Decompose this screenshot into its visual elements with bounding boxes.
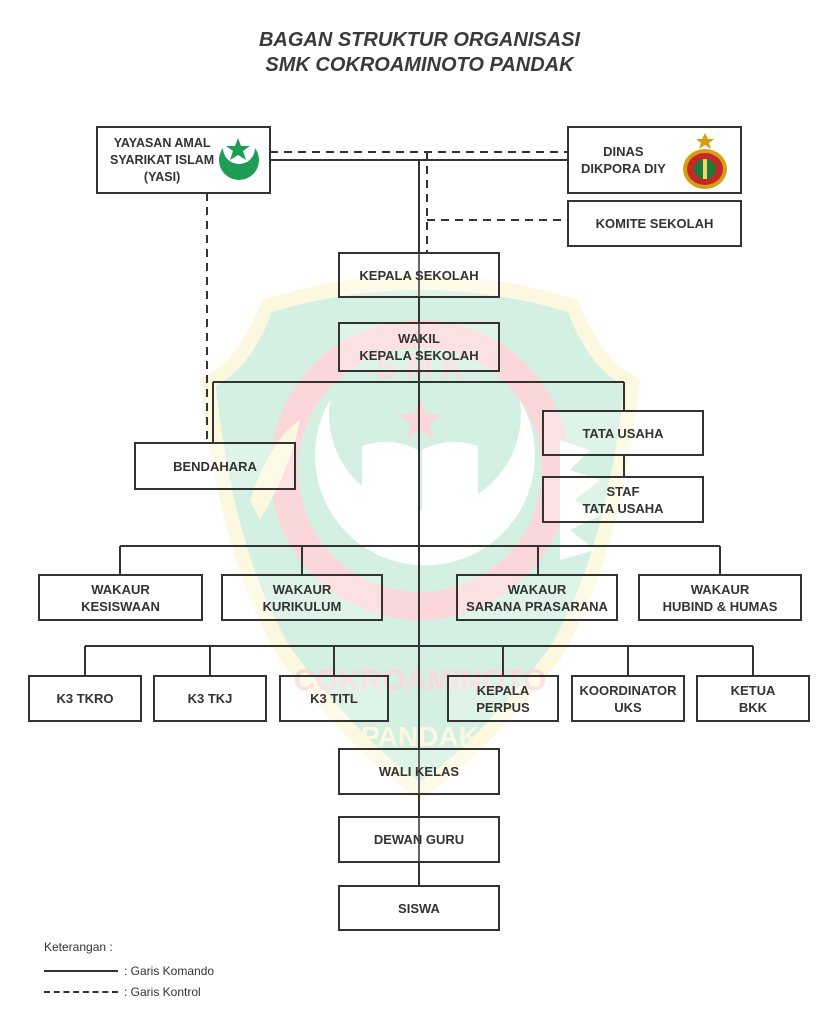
node-komite-sekolah[interactable]: KOMITE SEKOLAH: [567, 200, 742, 247]
node-wali-kelas-label: WALI KELAS: [378, 764, 460, 779]
legend-row-komando: : Garis Komando: [44, 960, 214, 981]
node-dewan-guru-label: DEWAN GURU: [373, 832, 465, 847]
node-staf-tata-usaha[interactable]: STAF TATA USAHA: [542, 476, 704, 523]
node-kepala-perpus[interactable]: KEPALA PERPUS: [447, 675, 559, 722]
node-wakaur-hubind-humas-label: WAKAUR HUBIND & HUMAS: [662, 581, 778, 614]
diy-emblem-icon: [683, 133, 727, 189]
node-k3-tkro-label: K3 TKRO: [56, 691, 114, 706]
node-k3-tkj-label: K3 TKJ: [187, 691, 233, 706]
node-dinas-label: DINAS DIKPORA DIY: [581, 144, 666, 176]
node-bendahara-label: BENDAHARA: [173, 458, 257, 474]
node-tata-usaha[interactable]: TATA USAHA: [542, 410, 704, 456]
legend: Keterangan : : Garis Komando : Garis Kon…: [44, 940, 214, 1002]
emblem-crescent: [314, 400, 535, 566]
open-book-icon: [362, 441, 478, 520]
node-k3-titl-label: K3 TITL: [310, 691, 358, 706]
node-dinas[interactable]: DINAS DIKPORA DIY: [567, 126, 742, 194]
legend-komando-label: : Garis Komando: [124, 963, 215, 978]
node-tata-usaha-label: TATA USAHA: [582, 425, 664, 441]
node-staf-tata-usaha-label: STAF TATA USAHA: [582, 483, 664, 516]
node-wakaur-kesiswaan-label: WAKAUR KESISWAAN: [81, 581, 160, 614]
node-koordinator-uks[interactable]: KOORDINATOR UKS: [571, 675, 685, 722]
node-kepala-sekolah[interactable]: KEPALA SEKOLAH: [338, 252, 500, 298]
legend-solid-line: [44, 969, 118, 972]
node-kepala-perpus-label: KEPALA PERPUS: [476, 682, 530, 715]
node-komite-sekolah-label: KOMITE SEKOLAH: [595, 216, 714, 231]
node-wakil-kepala-sekolah[interactable]: WAKIL KEPALA SEKOLAH: [338, 322, 500, 372]
node-wakaur-kesiswaan[interactable]: WAKAUR KESISWAAN: [38, 574, 203, 621]
yasi-logo-icon: YASI: [219, 138, 259, 180]
node-kepala-sekolah-label: KEPALA SEKOLAH: [359, 267, 479, 283]
legend-kontrol-label: : Garis Kontrol: [124, 984, 201, 999]
node-yayasan[interactable]: YAYASAN AMAL SYARIKAT ISLAM (YASI) YASI: [96, 126, 271, 194]
node-k3-tkj[interactable]: K3 TKJ: [153, 675, 267, 722]
command-lines: [84, 159, 754, 885]
chart-title: BAGAN STRUKTUR ORGANISASI SMK COKROAMINO…: [0, 28, 839, 78]
chart-title-line-2: SMK COKROAMINOTO PANDAK: [265, 54, 574, 76]
node-wakaur-kurikulum-label: WAKAUR KURIKULUM: [262, 581, 342, 614]
node-wakaur-hubind-humas[interactable]: WAKAUR HUBIND & HUMAS: [638, 574, 802, 621]
chart-title-line-1: BAGAN STRUKTUR ORGANISASI: [258, 29, 581, 51]
node-ketua-bkk-label: KETUA BKK: [730, 682, 776, 715]
node-k3-tkro[interactable]: K3 TKRO: [28, 675, 142, 722]
node-wakaur-sarana-prasarana[interactable]: WAKAUR SARANA PRASARANA: [456, 574, 618, 621]
node-wakaur-sarana-prasarana-label: WAKAUR SARANA PRASARANA: [466, 581, 608, 614]
node-wakil-kepala-sekolah-label: WAKIL KEPALA SEKOLAH: [359, 331, 479, 363]
node-bendahara[interactable]: BENDAHARA: [134, 442, 296, 490]
node-ketua-bkk[interactable]: KETUA BKK: [696, 675, 810, 722]
node-dewan-guru[interactable]: DEWAN GURU: [338, 816, 500, 863]
node-wali-kelas[interactable]: WALI KELAS: [338, 748, 500, 795]
node-siswa[interactable]: SISWA: [338, 885, 500, 931]
node-siswa-label: SISWA: [398, 900, 440, 916]
control-lines: [206, 151, 568, 442]
wheat-leaf-icon: [250, 420, 300, 520]
legend-dashed-line: [44, 990, 118, 993]
legend-title: Keterangan :: [44, 940, 113, 954]
node-wakaur-kurikulum[interactable]: WAKAUR KURIKULUM: [221, 574, 383, 621]
node-yayasan-label: YAYASAN AMAL SYARIKAT ISLAM (YASI): [110, 135, 215, 184]
legend-row-kontrol: : Garis Kontrol: [44, 981, 214, 1002]
node-koordinator-uks-label: KOORDINATOR UKS: [579, 682, 677, 715]
gear-teeth-icon: [560, 440, 600, 560]
yasi-logo-text: YASI: [229, 163, 247, 172]
node-k3-titl[interactable]: K3 TITL: [279, 675, 389, 722]
